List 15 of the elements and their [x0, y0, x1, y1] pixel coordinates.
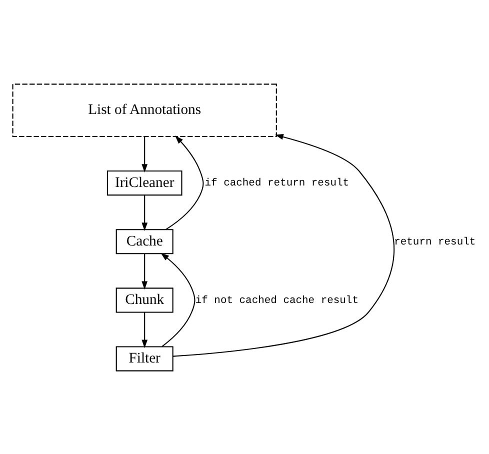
- node-box: Cache: [116, 228, 174, 254]
- arrow: [172, 134, 394, 356]
- edge-label: return result: [394, 236, 476, 248]
- arrow: [142, 312, 148, 348]
- node-box: IriCleaner: [106, 170, 182, 196]
- node-box: Filter: [116, 346, 174, 371]
- edge-label: if cached return result: [204, 177, 350, 190]
- arrow: [142, 194, 148, 231]
- arrow: [166, 135, 204, 230]
- arrow: [160, 252, 196, 346]
- edge-label: if not cached cache result: [195, 294, 358, 306]
- node-box: List of Annotations: [12, 83, 277, 137]
- node-box: Chunk: [116, 287, 174, 312]
- arrow: [142, 253, 148, 290]
- arrow: [142, 136, 148, 172]
